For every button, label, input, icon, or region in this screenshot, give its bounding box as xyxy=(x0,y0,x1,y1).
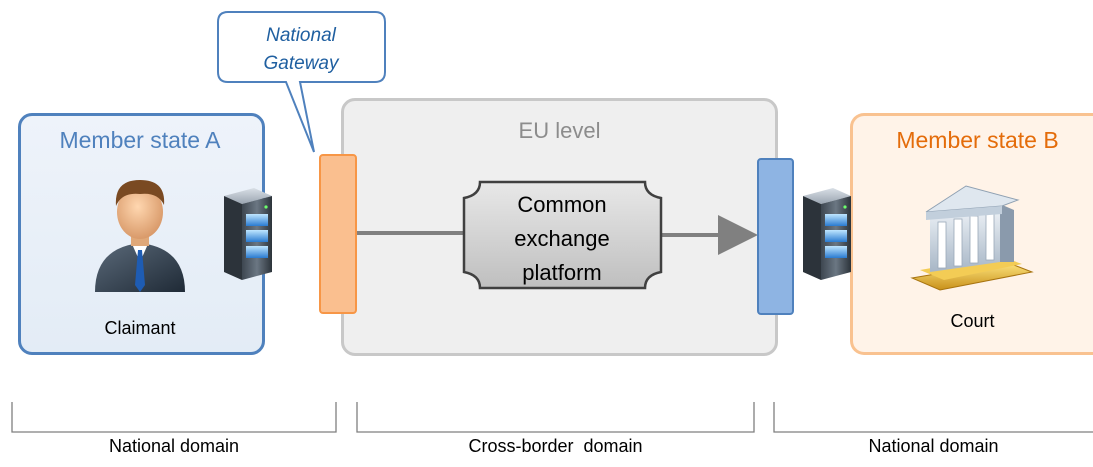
bracket-national-b xyxy=(773,402,1093,433)
platform-line-2: exchange xyxy=(514,226,610,251)
bracket-cross-border xyxy=(356,402,755,433)
gateway-callout-text: National Gateway xyxy=(218,22,384,78)
person-icon xyxy=(95,180,185,292)
platform-shape xyxy=(462,180,663,290)
domain-brackets xyxy=(11,402,1093,433)
national-gateway-bar-a xyxy=(319,154,357,314)
domain-label-national-b: National domain xyxy=(868,436,999,456)
claimant-label: Claimant xyxy=(104,318,176,338)
domain-label-national-a: National domain xyxy=(108,436,240,456)
platform-label: Common exchange platform xyxy=(463,188,661,290)
server-icon xyxy=(803,188,851,280)
platform-line-3: platform xyxy=(522,260,602,285)
domain-label-cross-border: Cross-border domain xyxy=(468,436,643,456)
court-label: Court xyxy=(950,311,995,331)
gateway-callout-line1: National xyxy=(266,25,336,46)
gateway-callout-line2: Gateway xyxy=(263,53,339,74)
platform-line-1: Common xyxy=(517,192,607,217)
national-gateway-bar-b xyxy=(757,158,794,315)
eu-level-title: EU level xyxy=(518,118,601,143)
member-state-b-title: Member state B xyxy=(896,127,1059,153)
gateway-callout xyxy=(217,11,386,153)
bracket-national-a xyxy=(11,402,337,433)
member-state-a-title: Member state A xyxy=(59,127,221,153)
courthouse-icon xyxy=(910,185,1034,291)
server-icon xyxy=(224,188,272,280)
